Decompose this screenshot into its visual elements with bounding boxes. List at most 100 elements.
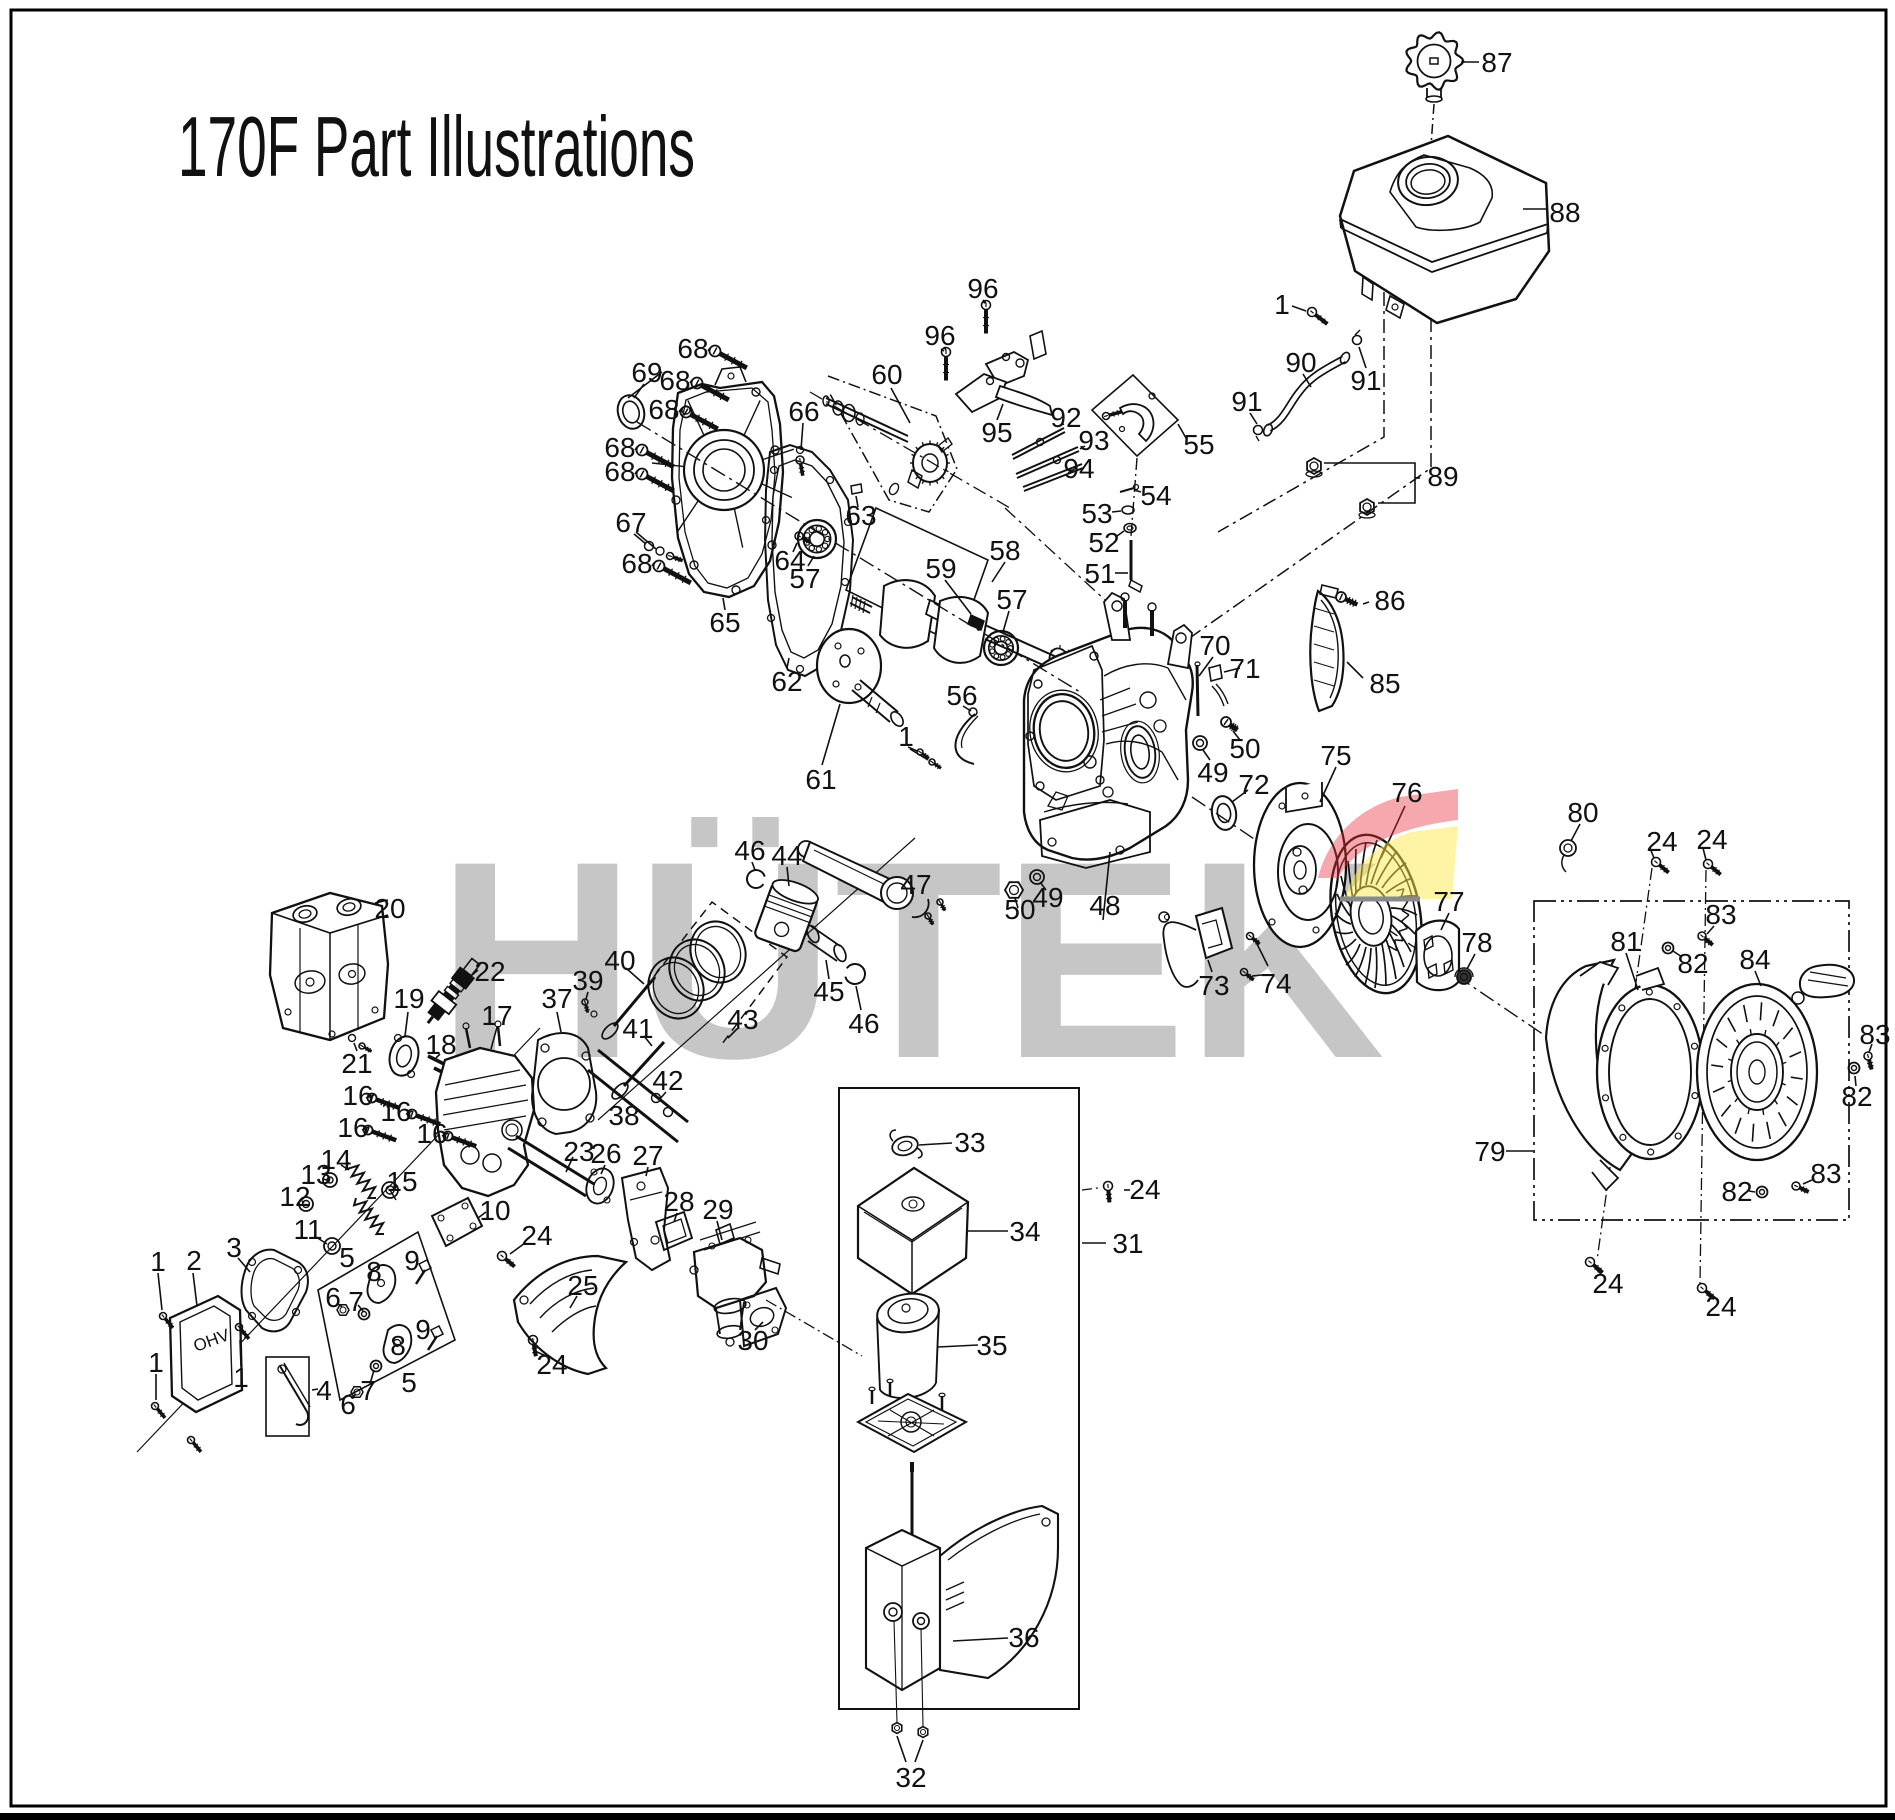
- svg-text:63: 63: [845, 500, 876, 531]
- svg-text:64: 64: [774, 545, 805, 576]
- svg-text:40: 40: [604, 945, 635, 976]
- svg-text:45: 45: [813, 976, 844, 1007]
- svg-text:66: 66: [788, 396, 819, 427]
- svg-text:77: 77: [1433, 886, 1464, 917]
- svg-text:68: 68: [648, 394, 679, 425]
- svg-text:12: 12: [279, 1181, 310, 1212]
- svg-text:7: 7: [360, 1375, 376, 1406]
- svg-text:83: 83: [1859, 1019, 1890, 1050]
- svg-text:25: 25: [567, 1270, 598, 1301]
- svg-text:16: 16: [342, 1080, 373, 1111]
- svg-text:5: 5: [339, 1242, 355, 1273]
- svg-text:31: 31: [1112, 1228, 1143, 1259]
- svg-text:42: 42: [652, 1065, 683, 1096]
- svg-text:74: 74: [1260, 968, 1291, 999]
- svg-text:10: 10: [479, 1195, 510, 1226]
- svg-text:76: 76: [1391, 777, 1422, 808]
- svg-text:84: 84: [1739, 944, 1770, 975]
- svg-text:21: 21: [341, 1048, 372, 1079]
- svg-text:65: 65: [709, 607, 740, 638]
- svg-text:67: 67: [615, 507, 646, 538]
- svg-text:68: 68: [621, 548, 652, 579]
- svg-text:23: 23: [563, 1136, 594, 1167]
- svg-text:2: 2: [186, 1245, 202, 1276]
- svg-text:24: 24: [536, 1349, 567, 1380]
- svg-text:78: 78: [1461, 927, 1492, 958]
- svg-text:57: 57: [996, 584, 1027, 615]
- svg-text:46: 46: [848, 1008, 879, 1039]
- svg-text:24: 24: [521, 1220, 552, 1251]
- svg-text:90: 90: [1285, 347, 1316, 378]
- svg-text:56: 56: [946, 680, 977, 711]
- svg-text:170F Part Illustrations: 170F Part Illustrations: [178, 100, 695, 195]
- svg-text:13: 13: [300, 1159, 331, 1190]
- svg-text:79: 79: [1474, 1136, 1505, 1167]
- svg-text:15: 15: [386, 1166, 417, 1197]
- svg-text:1: 1: [1274, 289, 1290, 320]
- svg-text:19: 19: [393, 983, 424, 1014]
- svg-text:41: 41: [622, 1013, 653, 1044]
- svg-text:35: 35: [976, 1330, 1007, 1361]
- svg-text:80: 80: [1567, 797, 1598, 828]
- svg-text:8: 8: [366, 1256, 382, 1287]
- svg-text:83: 83: [1705, 899, 1736, 930]
- svg-text:4: 4: [316, 1375, 332, 1406]
- svg-text:29: 29: [702, 1194, 733, 1225]
- svg-text:83: 83: [1810, 1158, 1841, 1189]
- svg-text:5: 5: [401, 1367, 417, 1398]
- svg-text:96: 96: [924, 320, 955, 351]
- svg-text:49: 49: [1197, 757, 1228, 788]
- svg-text:73: 73: [1198, 970, 1229, 1001]
- svg-text:24: 24: [1592, 1268, 1623, 1299]
- svg-text:60: 60: [871, 359, 902, 390]
- svg-text:20: 20: [374, 893, 405, 924]
- svg-text:9: 9: [415, 1314, 431, 1345]
- svg-text:50: 50: [1229, 733, 1260, 764]
- svg-text:11: 11: [293, 1214, 322, 1245]
- svg-text:17: 17: [481, 1000, 512, 1031]
- svg-text:38: 38: [608, 1100, 639, 1131]
- svg-text:62: 62: [771, 666, 802, 697]
- svg-text:82: 82: [1677, 948, 1708, 979]
- svg-text:55: 55: [1183, 429, 1214, 460]
- svg-text:27: 27: [632, 1140, 663, 1171]
- svg-text:37: 37: [541, 983, 572, 1014]
- svg-text:86: 86: [1374, 585, 1405, 616]
- svg-text:88: 88: [1549, 197, 1580, 228]
- svg-text:1: 1: [233, 1362, 249, 1393]
- svg-text:94: 94: [1063, 453, 1094, 484]
- svg-text:52: 52: [1088, 527, 1119, 558]
- svg-text:53: 53: [1081, 498, 1112, 529]
- svg-text:96: 96: [967, 273, 998, 304]
- svg-text:47: 47: [900, 869, 931, 900]
- svg-text:93: 93: [1078, 425, 1109, 456]
- svg-text:16: 16: [380, 1096, 411, 1127]
- svg-text:28: 28: [663, 1186, 694, 1217]
- svg-text:51: 51: [1084, 558, 1115, 589]
- svg-text:92: 92: [1050, 402, 1081, 433]
- svg-text:14: 14: [320, 1144, 351, 1175]
- svg-text:82: 82: [1721, 1176, 1752, 1207]
- svg-text:61: 61: [805, 764, 836, 795]
- svg-text:89: 89: [1427, 461, 1458, 492]
- svg-text:6: 6: [325, 1282, 341, 1313]
- svg-text:18: 18: [425, 1029, 456, 1060]
- svg-text:71: 71: [1229, 653, 1260, 684]
- svg-text:24: 24: [1129, 1174, 1160, 1205]
- svg-text:82: 82: [1841, 1081, 1872, 1112]
- svg-text:30: 30: [737, 1325, 768, 1356]
- svg-text:36: 36: [1008, 1622, 1039, 1653]
- svg-text:87: 87: [1481, 47, 1512, 78]
- svg-text:68: 68: [604, 432, 635, 463]
- svg-text:69: 69: [631, 357, 662, 388]
- svg-text:75: 75: [1320, 740, 1351, 771]
- svg-text:46: 46: [734, 835, 765, 866]
- svg-text:33: 33: [954, 1127, 985, 1158]
- svg-text:68: 68: [604, 456, 635, 487]
- svg-text:34: 34: [1009, 1216, 1040, 1247]
- svg-text:HÜTEK: HÜTEK: [437, 803, 1385, 1117]
- svg-text:1: 1: [898, 721, 914, 752]
- svg-text:44: 44: [771, 840, 802, 871]
- svg-text:16: 16: [416, 1118, 447, 1149]
- svg-text:49: 49: [1032, 882, 1063, 913]
